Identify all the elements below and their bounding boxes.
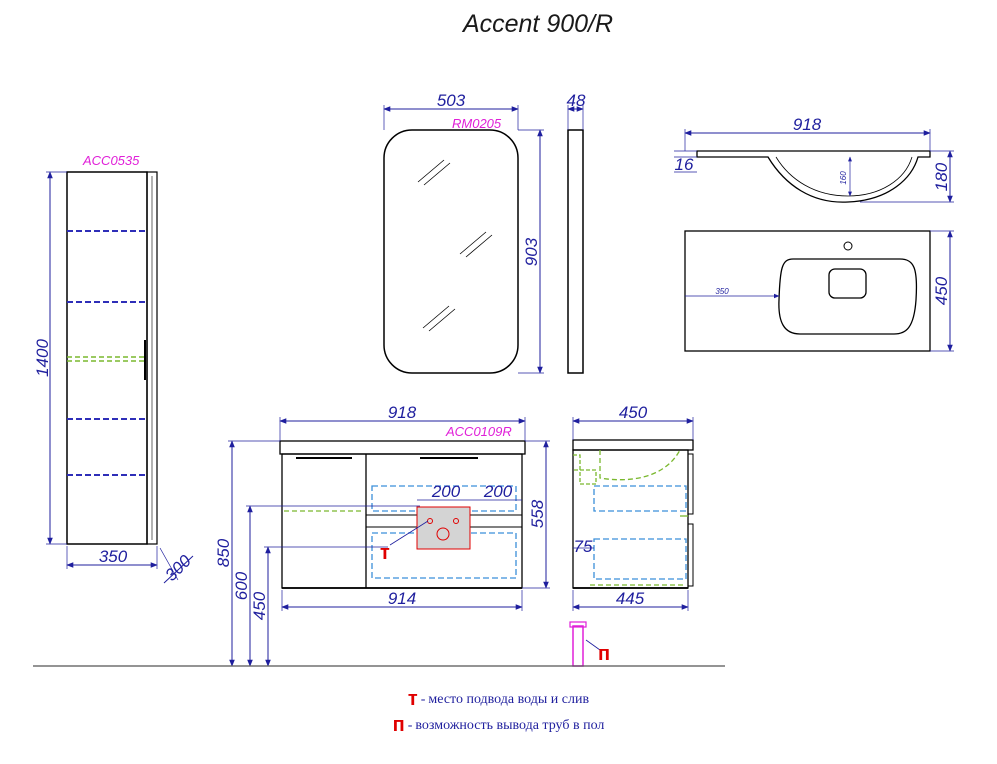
legend-water-symbol: т [407, 688, 418, 710]
legend-floor-separator: - [407, 718, 413, 733]
tall-cabinet-depth: 300 [161, 551, 195, 585]
basin-width: 918 [793, 115, 822, 134]
vanity-front: т ACC0109R 918 200 200 914 558 850 600 4… [214, 403, 550, 667]
legend-floor-symbol: п [392, 714, 405, 736]
drawing-title: Accent 900/R [461, 10, 613, 38]
vanity-code: ACC0109R [445, 424, 512, 439]
basin-bowl-depth: 160 [839, 171, 848, 185]
basin-top-view: 350 450 [684, 230, 954, 352]
legend-floor-text: возможность вывода труб в пол [415, 718, 605, 733]
floor-pipe: п [569, 621, 610, 667]
side-depth-top: 450 [619, 403, 648, 422]
vanity-body-height: 558 [528, 499, 547, 528]
tall-cabinet-height: 1400 [33, 339, 52, 377]
legend-water-text: место подвода воды и слив [428, 692, 590, 707]
floor-symbol: п [598, 643, 610, 665]
water-symbol: т [380, 542, 390, 564]
vanity-top-width: 918 [388, 403, 417, 422]
side-depth-body: 445 [616, 589, 645, 608]
tall-cabinet-code: ACC0535 [82, 153, 140, 168]
legend-item-floor: п-возможность вывода труб в пол [0, 714, 997, 737]
mirror-width: 503 [437, 91, 466, 110]
mirror-code: RM0205 [452, 116, 502, 131]
tall-cabinet: ACC0535 1400 350 300 [33, 153, 195, 585]
tall-cabinet-width: 350 [99, 547, 128, 566]
basin-height: 180 [932, 162, 951, 191]
vanity-height-600: 600 [232, 571, 251, 600]
side-height-75: 75 [574, 537, 593, 556]
legend-water-separator: - [420, 692, 426, 707]
basin-offset: 350 [715, 287, 729, 296]
mirror: 503 RM0205 903 48 [383, 91, 586, 374]
mirror-height: 903 [522, 237, 541, 266]
basin-section: 160 918 16 180 [674, 115, 954, 203]
vanity-side: 450 445 75 [572, 403, 694, 611]
vanity-height-total: 850 [214, 538, 233, 567]
mirror-thickness: 48 [567, 91, 586, 110]
basin-depth: 450 [932, 276, 951, 305]
legend-item-water: т-место подвода воды и слив [0, 688, 997, 711]
vanity-body-width: 914 [388, 589, 416, 608]
vanity-pipe-left: 200 [431, 482, 461, 501]
vanity-pipe-right: 200 [483, 482, 513, 501]
vanity-height-450: 450 [250, 591, 269, 620]
basin-rim: 16 [675, 155, 694, 174]
